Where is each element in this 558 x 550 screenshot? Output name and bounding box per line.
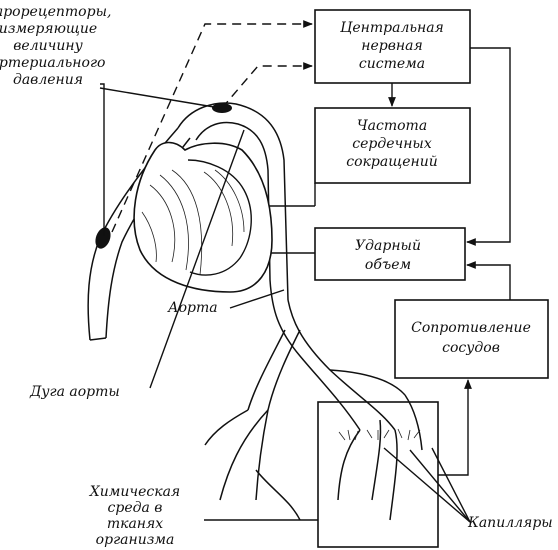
resistance-line-2: сосудов bbox=[442, 340, 500, 356]
stroke-volume-line-2: объем bbox=[365, 257, 411, 273]
capillary-region-box bbox=[318, 402, 438, 547]
heart-rate-line-2: сердечных bbox=[352, 136, 432, 152]
baroreceptors-line-5: давления bbox=[13, 72, 83, 88]
cns-box: Центральная нервная система bbox=[315, 10, 470, 83]
aortic-arch-label: Дуга аорты bbox=[29, 384, 120, 400]
arrow-resistance-to-stroke-volume bbox=[467, 265, 510, 300]
heart-rate-box: Частота сердечных сокращений bbox=[315, 108, 470, 183]
stroke-volume-line-1: Ударный bbox=[355, 238, 421, 254]
chemical-env-line-3: тканях bbox=[107, 516, 163, 532]
chemical-env-line-2: среда в bbox=[108, 500, 163, 516]
resistance-box: Сопротивление сосудов bbox=[395, 300, 548, 378]
chemical-env-line-1: Химическая bbox=[89, 484, 180, 500]
cns-line-2: нервная bbox=[361, 38, 422, 54]
stroke-volume-box: Ударный объем bbox=[315, 228, 465, 280]
heart-rate-line-1: Частота bbox=[357, 118, 427, 134]
pointer-baroreceptors-arch bbox=[100, 88, 220, 108]
baroreceptors-line-4: артериального bbox=[0, 55, 105, 71]
aorta-label: Аорта bbox=[167, 300, 218, 316]
dashed-afferent-lower bbox=[222, 66, 312, 108]
baroreceptors-line-2: измеряющие bbox=[0, 21, 97, 37]
pointer-capillaries-1 bbox=[384, 448, 470, 522]
cns-line-1: Центральная bbox=[340, 20, 444, 36]
heart-rate-line-3: сокращений bbox=[346, 154, 438, 170]
cns-line-3: система bbox=[359, 56, 425, 72]
arterial-tree bbox=[205, 280, 422, 520]
carotid-baroreceptor bbox=[93, 225, 114, 250]
baroreceptors-label: Барорецепторы, измеряющие величину артер… bbox=[0, 4, 111, 88]
capillaries-label: Капилляры bbox=[467, 515, 553, 531]
resistance-line-1: Сопротивление bbox=[411, 320, 531, 336]
pointer-baroreceptors bbox=[100, 84, 104, 236]
chemical-env-label: Химическая среда в тканях организма bbox=[89, 484, 180, 548]
baroreceptors-line-1: Барорецепторы, bbox=[0, 4, 111, 20]
aortic-arch-baroreceptor bbox=[212, 103, 232, 113]
pointer-aorta bbox=[230, 290, 284, 308]
arrow-capillaries-to-resistance bbox=[438, 380, 468, 475]
baroreceptors-line-3: величину bbox=[13, 38, 83, 54]
chemical-env-line-4: организма bbox=[96, 532, 175, 548]
pointer-capillaries-2 bbox=[410, 450, 470, 522]
arrow-cns-to-stroke-volume bbox=[467, 48, 510, 242]
